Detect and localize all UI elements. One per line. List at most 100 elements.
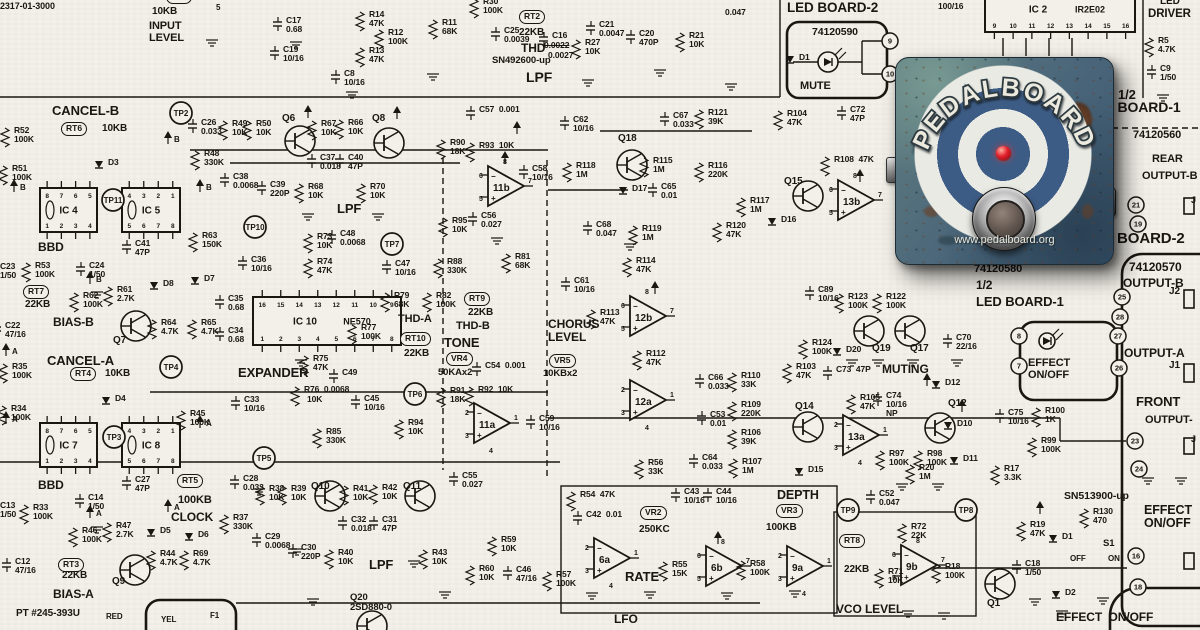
schematic-label: C89 10/16: [818, 284, 839, 303]
pedal-brand: PEDALBOARD: [906, 72, 1101, 155]
pedal-led: [996, 146, 1011, 160]
resistor-symbol: [621, 257, 633, 278]
resistor-symbol: [101, 522, 113, 543]
schematic-label: R49 10K: [232, 118, 248, 137]
resistor-symbol: [989, 465, 1001, 486]
schematic-label: R68 10K: [308, 181, 324, 200]
opamp-pin: 7: [746, 558, 750, 565]
opamp-plus: +: [841, 208, 846, 217]
diode-symbol: [150, 282, 158, 289]
ic-name: IC 2: [1029, 5, 1048, 16]
schematic-label: C72 47P: [850, 104, 866, 123]
ic-pin-number: 16: [259, 302, 267, 309]
schematic-label: 22KB: [468, 307, 494, 318]
schematic-label: R38 10K: [269, 483, 285, 502]
schematic-label: R98 100K: [927, 448, 947, 467]
schematic-label: D12: [945, 377, 961, 387]
opamp-minus: −: [709, 552, 714, 561]
diode-symbol: [95, 161, 103, 168]
schematic-label: R116 220K: [708, 160, 728, 179]
opamp-pin: 3: [834, 445, 838, 452]
schematic-label: R13 47K: [369, 45, 385, 64]
resistor-symbol: [354, 47, 366, 68]
ic-pin-number: 9: [993, 23, 997, 30]
ic-pin-number: 13: [1066, 23, 1074, 30]
footswitch-cap: [986, 200, 1025, 239]
ic-pin-number: 3: [74, 223, 78, 230]
schematic-label: R58 100K: [750, 558, 770, 577]
rust-spot: [924, 206, 939, 217]
ic-pin-number: 10: [1010, 23, 1018, 30]
schematic-label: R61 2.7K: [117, 284, 135, 303]
pot-label: VR4: [446, 352, 473, 366]
schematic-label: C14 1/50: [88, 492, 105, 511]
schematic-label: FRONT: [1136, 394, 1181, 409]
ic-pin-number: 3: [142, 428, 146, 435]
schematic-label: 10KB: [105, 368, 131, 379]
opamp-pin: 6: [621, 303, 625, 310]
diode-symbol: [619, 187, 627, 194]
schematic-label: C35 0.68: [228, 293, 245, 312]
resistor-symbol: [175, 410, 187, 431]
transistor-symbol: [129, 572, 145, 582]
transistor-symbol: [994, 586, 1010, 596]
schematic-label: 74120570: [1129, 260, 1182, 274]
resistor-symbol: [726, 429, 738, 450]
testpoint-label: TP6: [408, 390, 423, 399]
schematic-label: ON: [1108, 554, 1120, 563]
schematic-label: C31 47P: [382, 514, 398, 533]
resistor-symbol: [67, 527, 79, 548]
opamp-pin: 7: [528, 178, 532, 185]
schematic-label: 74120560: [1133, 129, 1182, 141]
resistor-symbol: [464, 565, 476, 586]
resistor-symbol: [0, 127, 11, 148]
schematic-label: R91 18K: [450, 385, 466, 404]
schematic-label: C52 0.047: [879, 488, 900, 507]
schematic-label: Q10: [311, 481, 330, 492]
ic-pin-number: 11: [351, 302, 358, 309]
ic-pin-number: 12: [333, 302, 341, 309]
ic-pin-number: 6: [142, 223, 146, 230]
schematic-label: R33 100K: [33, 502, 53, 521]
opamp-minus: −: [846, 421, 851, 430]
supply-arrow: [856, 169, 864, 176]
trimpot-label: RT8: [839, 534, 866, 548]
schematic-label: R119 1M: [642, 223, 662, 242]
schematic-label: DRIVER: [1148, 8, 1191, 20]
testpoint-label: TP5: [257, 454, 272, 463]
schematic-label: C12 47/16: [15, 556, 36, 575]
schematic-label: CANCEL-A: [47, 353, 115, 368]
schematic-label: EFFECT ON/OFF: [1144, 503, 1193, 531]
schematic-label: R20 1M: [919, 462, 935, 481]
ic-pin-number: 4: [127, 428, 131, 435]
supply-arrow: [196, 179, 204, 186]
resistor-symbol: [726, 372, 738, 393]
ic-pin-number: 1: [171, 428, 175, 435]
ic-pin-number: 4: [88, 458, 92, 465]
ic-part-number: NE570: [343, 317, 371, 327]
opamp-pin: 3: [585, 568, 589, 575]
schematic-label: C32 0.018: [351, 514, 372, 533]
jack-symbol: [1183, 363, 1195, 383]
resistor-symbol: [541, 571, 553, 592]
resistor-symbol: [819, 156, 831, 177]
schematic-label: R35 100K: [12, 361, 32, 380]
transistor-symbol: [366, 614, 382, 624]
supply-arrow: [164, 131, 172, 138]
schematic-label: D1: [1062, 531, 1073, 541]
testpoint-label: TP2: [174, 109, 189, 118]
schematic-label: C43 10/16: [684, 486, 705, 505]
diode-symbol: [191, 277, 199, 284]
opamp-body: [705, 544, 744, 588]
resistor-symbol: [1078, 508, 1090, 529]
pot-label: VR3: [776, 504, 803, 518]
schematic-label: CHORUS LEVEL: [548, 317, 600, 344]
schematic-label: R106 39K: [741, 427, 761, 446]
schematic-label: R120 47K: [726, 220, 746, 239]
resistor-symbol: [427, 19, 439, 40]
connector-number: 24: [1135, 465, 1144, 474]
testpoint-circle: [252, 446, 276, 470]
opamp-name: 9a: [792, 563, 804, 574]
resistor-symbol: [293, 183, 305, 204]
led-symbol: [824, 58, 832, 66]
